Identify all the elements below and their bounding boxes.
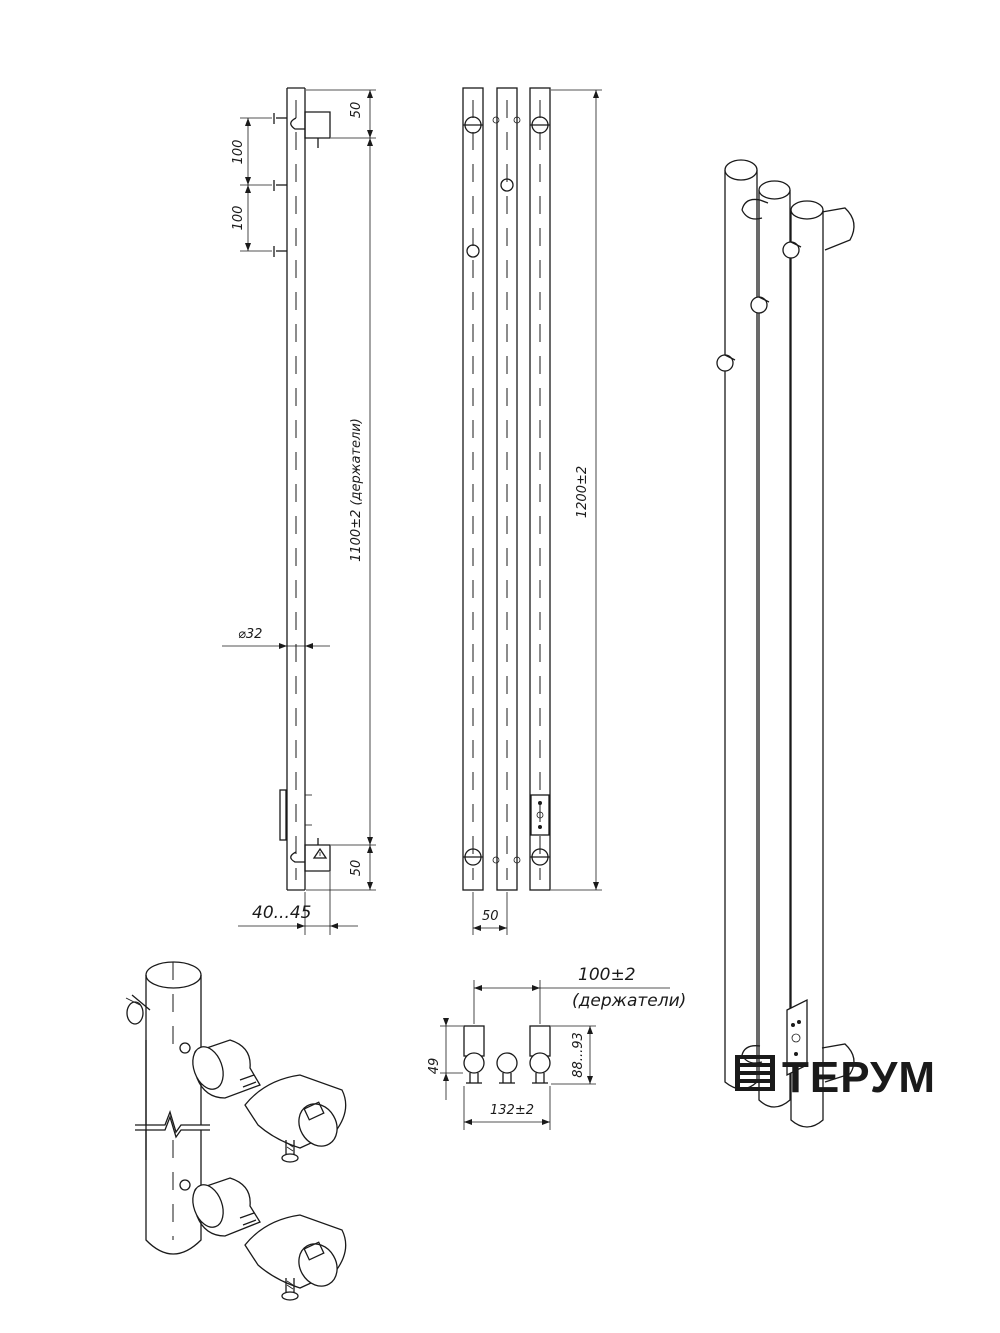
dim-width: 132±2: [490, 1103, 534, 1118]
dim-holder-spacing-top: 100: [231, 140, 246, 165]
dim-holder-spacing-bottom: 100: [231, 206, 246, 231]
dim-depth-right: 88...93: [571, 1032, 586, 1077]
top-view: 100±2 (держатели) 49 88...93 132±2: [427, 965, 686, 1130]
front-view: 1200±2 50: [462, 87, 602, 935]
dim-bottom-offset: 50: [349, 860, 364, 877]
brand-logo: ТЕРУМ: [735, 1053, 936, 1102]
dim-holders-length: 1100±2 (держатели): [349, 418, 364, 562]
dim-holders-spacing: 100±2: [578, 965, 636, 985]
terum-stripes-logo: [735, 1055, 775, 1091]
isometric-view: [716, 159, 855, 1128]
dim-holders-note: (держатели): [572, 991, 686, 1011]
dim-wall-gap: 40...45: [252, 903, 311, 923]
dim-top-offset: 50: [349, 102, 364, 119]
side-view: 100 100 50 1100±2 (держатели) 50 ⌀32 40.…: [222, 87, 376, 935]
dim-depth-left: 49: [427, 1058, 442, 1075]
dim-diameter: ⌀32: [238, 627, 262, 642]
dim-tube-pitch: 50: [482, 909, 499, 924]
mount-detail: [125, 961, 347, 1301]
dim-height: 1200±2: [575, 466, 590, 518]
brand-name: ТЕРУМ: [782, 1053, 936, 1102]
